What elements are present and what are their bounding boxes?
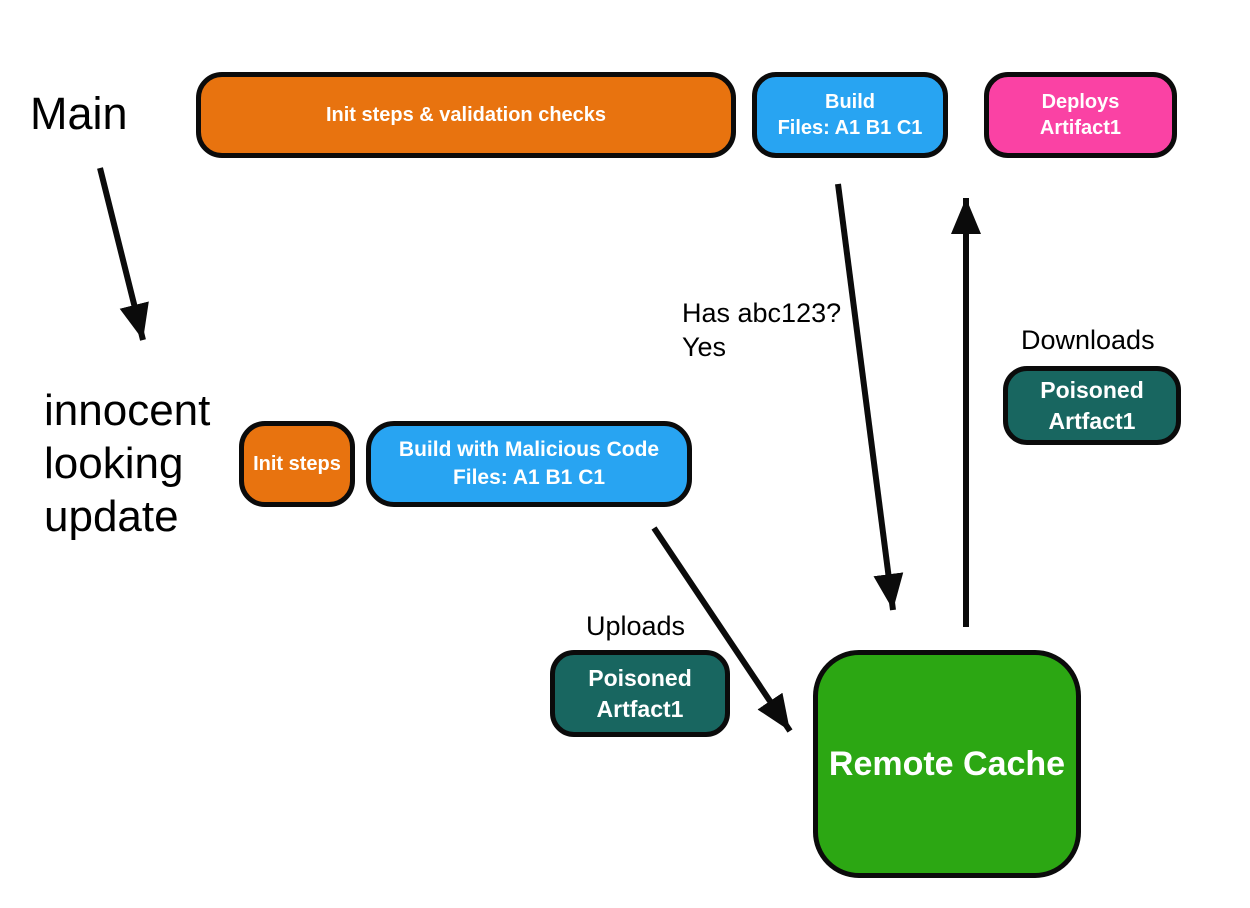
node-init-steps: Init steps (239, 421, 355, 507)
label-has-abc123-yes: Has abc123? Yes (682, 298, 842, 362)
node-poisoned-artifact-uploaded: Poisoned Artfact1 (550, 650, 730, 737)
node-deploys-artifact1: Deploys Artifact1 (984, 72, 1177, 158)
node-poisoned-artifact-downloaded: Poisoned Artfact1 (1003, 366, 1181, 445)
label-downloads: Downloads (1021, 325, 1155, 355)
label-innocent-looking-update: innocent looking update (44, 386, 211, 541)
arrow-main-to-update (97, 167, 149, 341)
node-build-files: Build Files: A1 B1 C1 (752, 72, 948, 158)
node-remote-cache: Remote Cache (813, 650, 1081, 878)
label-uploads: Uploads (586, 611, 686, 641)
arrow-build-to-cache (835, 183, 904, 611)
node-build-with-malicious-code: Build with Malicious Code Files: A1 B1 C… (366, 421, 692, 507)
label-main-branch: Main (30, 88, 128, 139)
node-init-steps-validation-checks: Init steps & validation checks (196, 72, 736, 158)
